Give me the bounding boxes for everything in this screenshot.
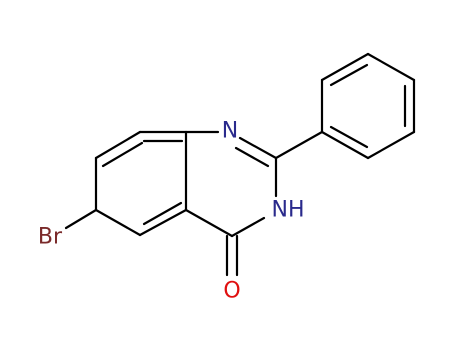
bond-c7-c7-inner bbox=[101, 141, 144, 168]
bond-n3-c4 bbox=[230, 216, 266, 238]
phenyl-ring bbox=[274, 52, 416, 160]
bond-c5-c4a bbox=[138, 208, 188, 237]
bond-n1-c2-inner bbox=[234, 146, 270, 168]
bond-c4-c4a bbox=[184, 208, 234, 238]
bond-c2p-c3p bbox=[320, 52, 370, 82]
bond-c6-br bbox=[64, 208, 98, 230]
atom-br-label: Br bbox=[38, 225, 63, 250]
bond-c6-c5 bbox=[94, 208, 142, 237]
bond-c6p-c1p bbox=[320, 130, 370, 160]
bond-n1-c2 bbox=[238, 136, 278, 160]
bond-c2p-c3p-inner bbox=[329, 63, 369, 87]
bond-c8-c7 bbox=[94, 130, 142, 160]
atom-n1-label: N bbox=[222, 119, 238, 144]
bond-c6p-c1p-inner bbox=[329, 125, 369, 149]
bond-c5p-c6p bbox=[366, 130, 416, 160]
pyrimidinone-ring bbox=[184, 130, 278, 277]
atom-n3-label: NH bbox=[272, 198, 305, 223]
bond-c2-c1p bbox=[274, 130, 324, 160]
bond-c3p-c4p bbox=[366, 52, 416, 82]
atom-o-label: O bbox=[223, 279, 240, 304]
bond-c5-c4a-inner bbox=[142, 201, 183, 226]
benzo-ring bbox=[94, 130, 188, 237]
